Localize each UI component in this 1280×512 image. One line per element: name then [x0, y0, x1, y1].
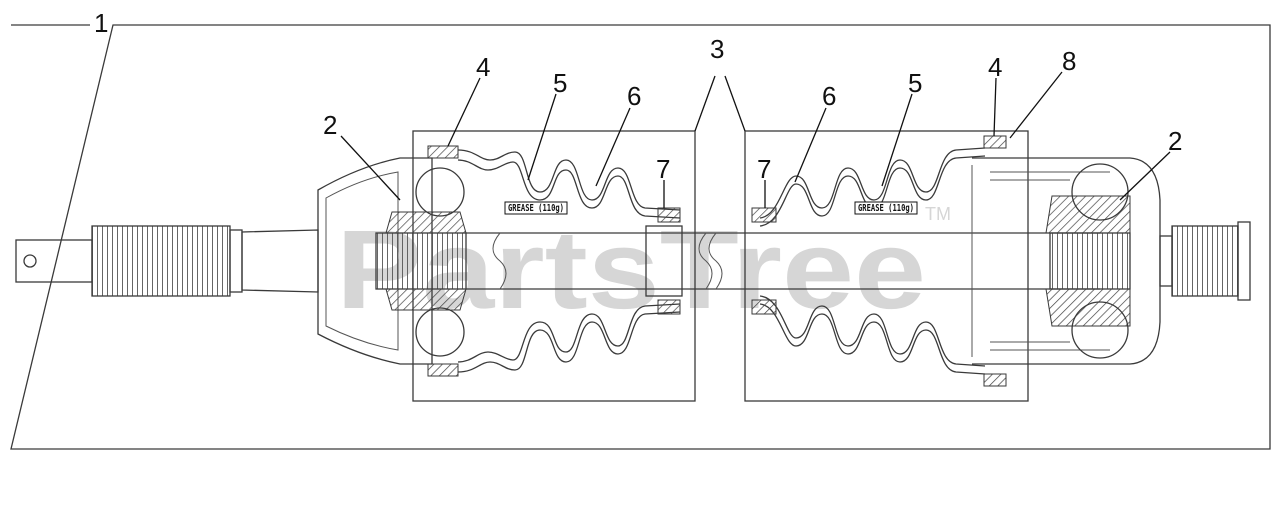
left-boot: [457, 149, 681, 373]
svg-text:TM: TM: [925, 204, 951, 224]
grease-tag-left: GREASE (110g): [504, 201, 568, 215]
right-cv-housing: [971, 157, 1161, 365]
left-stub-shaft: [15, 225, 319, 297]
callout-6-right: 6: [822, 81, 836, 111]
callout-8: 8: [1062, 46, 1076, 76]
svg-text:GREASE (110g): GREASE (110g): [508, 203, 564, 214]
leader-lines: [340, 71, 1171, 208]
callout-1: 1: [94, 8, 108, 38]
callout-6-left: 6: [627, 81, 641, 111]
callout-2-right: 2: [1168, 126, 1182, 156]
callout-7-right: 7: [757, 154, 771, 184]
assembly-frame: [10, 24, 1271, 450]
left-cv-housing: [317, 145, 467, 377]
callout-4-left: 4: [476, 52, 490, 82]
callout-4-right: 4: [988, 52, 1002, 82]
center-shaft: [466, 225, 1100, 297]
grease-tag-right: GREASE (110g): [854, 201, 918, 215]
subassembly-box-right: [744, 130, 1029, 402]
callout-5-left: 5: [553, 68, 567, 98]
callout-5-right: 5: [908, 68, 922, 98]
callout-3: 3: [710, 34, 724, 64]
callout-7-left: 7: [656, 154, 670, 184]
svg-text:GREASE (110g): GREASE (110g): [858, 203, 914, 214]
callout-2-left: 2: [323, 110, 337, 140]
right-boot: [751, 135, 1007, 387]
right-stub-shaft: [1159, 221, 1251, 301]
callouts: 1 2 3 4 5 6 7 7 6 5 4 8 2: [94, 8, 1182, 184]
